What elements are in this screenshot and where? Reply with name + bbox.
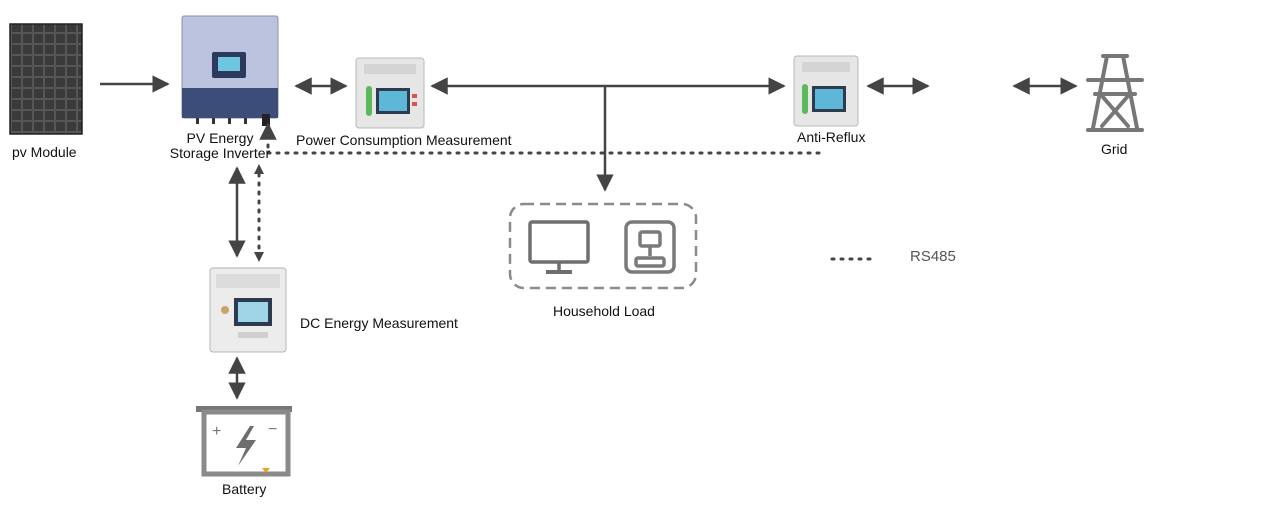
solar-panel-icon <box>9 23 83 135</box>
inverter-icon <box>181 15 279 126</box>
label-grid: Grid <box>1101 141 1128 157</box>
svg-text:−: − <box>268 421 277 438</box>
label-battery: Battery <box>222 481 267 497</box>
label-inverter: PV Energy Storage Inverter <box>150 131 290 161</box>
label-inverter-line1: PV Energy <box>186 130 254 146</box>
label-dc-meter: DC Energy Measurement <box>300 315 458 331</box>
rs485-connections <box>266 134 826 155</box>
household-load-box <box>508 202 698 290</box>
rs485-dc-arrowhead-top <box>254 164 264 174</box>
label-pv-module: pv Module <box>12 144 77 160</box>
appliance-icon <box>624 220 676 274</box>
dc-meter-icon <box>209 267 287 353</box>
battery-icon: + − <box>196 406 292 477</box>
rs485-dc-arrowhead-bottom <box>254 252 264 262</box>
legend-rs485-label: RS485 <box>910 248 956 265</box>
monitor-icon <box>528 220 590 274</box>
power-connections <box>100 75 1078 400</box>
label-household-load: Household Load <box>553 303 655 319</box>
label-anti-reflux: Anti-Reflux <box>797 129 866 145</box>
anti-reflux-meter-icon <box>793 55 859 127</box>
label-inverter-line2: Storage Inverter <box>169 145 271 161</box>
power-tower-icon <box>1086 54 1144 132</box>
label-power-meter: Power Consumption Measurement <box>296 132 512 148</box>
power-meter-icon <box>355 57 425 129</box>
svg-text:+: + <box>212 423 221 440</box>
